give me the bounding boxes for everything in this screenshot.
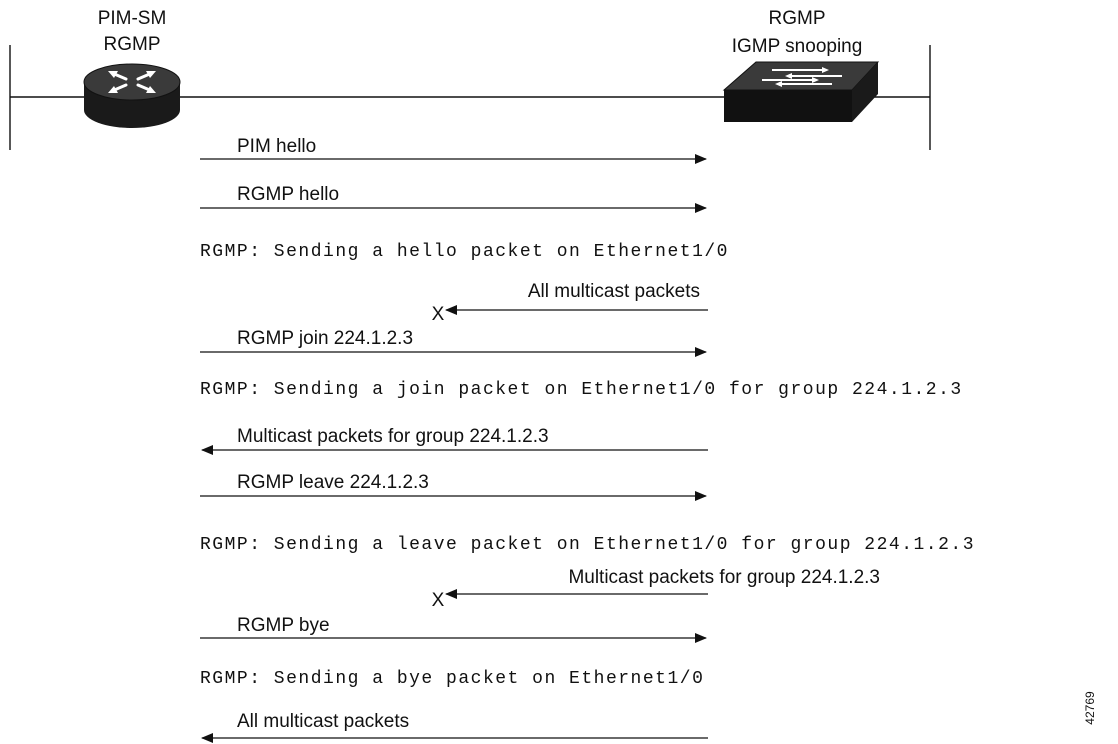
message-all-multicast-blocked: All multicast packets X <box>432 281 708 325</box>
message-rgmp-join: RGMP join 224.1.2.3 <box>200 328 707 357</box>
switch-label-line1: RGMP <box>769 8 826 29</box>
message-label: RGMP hello <box>237 184 339 205</box>
figure-id: 42769 <box>1083 691 1097 725</box>
console-output-join: RGMP: Sending a join packet on Ethernet1… <box>200 380 963 400</box>
message-rgmp-hello: RGMP hello <box>200 184 707 213</box>
message-multicast-group-blocked: Multicast packets for group 224.1.2.3 X <box>432 567 880 611</box>
message-rgmp-leave: RGMP leave 224.1.2.3 <box>200 472 707 501</box>
message-label: Multicast packets for group 224.1.2.3 <box>568 567 880 588</box>
message-label: RGMP join 224.1.2.3 <box>237 328 413 349</box>
message-label: Multicast packets for group 224.1.2.3 <box>237 426 549 447</box>
message-pim-hello: PIM hello <box>200 136 707 164</box>
message-label: RGMP bye <box>237 615 330 636</box>
switch-label-line2: IGMP snooping <box>732 36 863 57</box>
router-icon <box>83 63 181 128</box>
message-all-multicast: All multicast packets <box>201 711 708 743</box>
console-output-bye: RGMP: Sending a bye packet on Ethernet1/… <box>200 669 704 689</box>
router-label-line1: PIM-SM <box>98 8 167 29</box>
message-multicast-group: Multicast packets for group 224.1.2.3 <box>201 426 708 455</box>
console-output-leave: RGMP: Sending a leave packet on Ethernet… <box>200 535 975 555</box>
blocked-x-mark: X <box>432 304 445 325</box>
console-output-hello: RGMP: Sending a hello packet on Ethernet… <box>200 242 729 262</box>
switch-icon <box>722 61 880 122</box>
message-label: All multicast packets <box>528 281 700 302</box>
blocked-x-mark: X <box>432 590 445 611</box>
message-label: All multicast packets <box>237 711 409 732</box>
router-label-line2: RGMP <box>104 34 161 55</box>
message-label: PIM hello <box>237 136 316 157</box>
message-rgmp-bye: RGMP bye <box>200 615 707 643</box>
message-label: RGMP leave 224.1.2.3 <box>237 472 429 493</box>
